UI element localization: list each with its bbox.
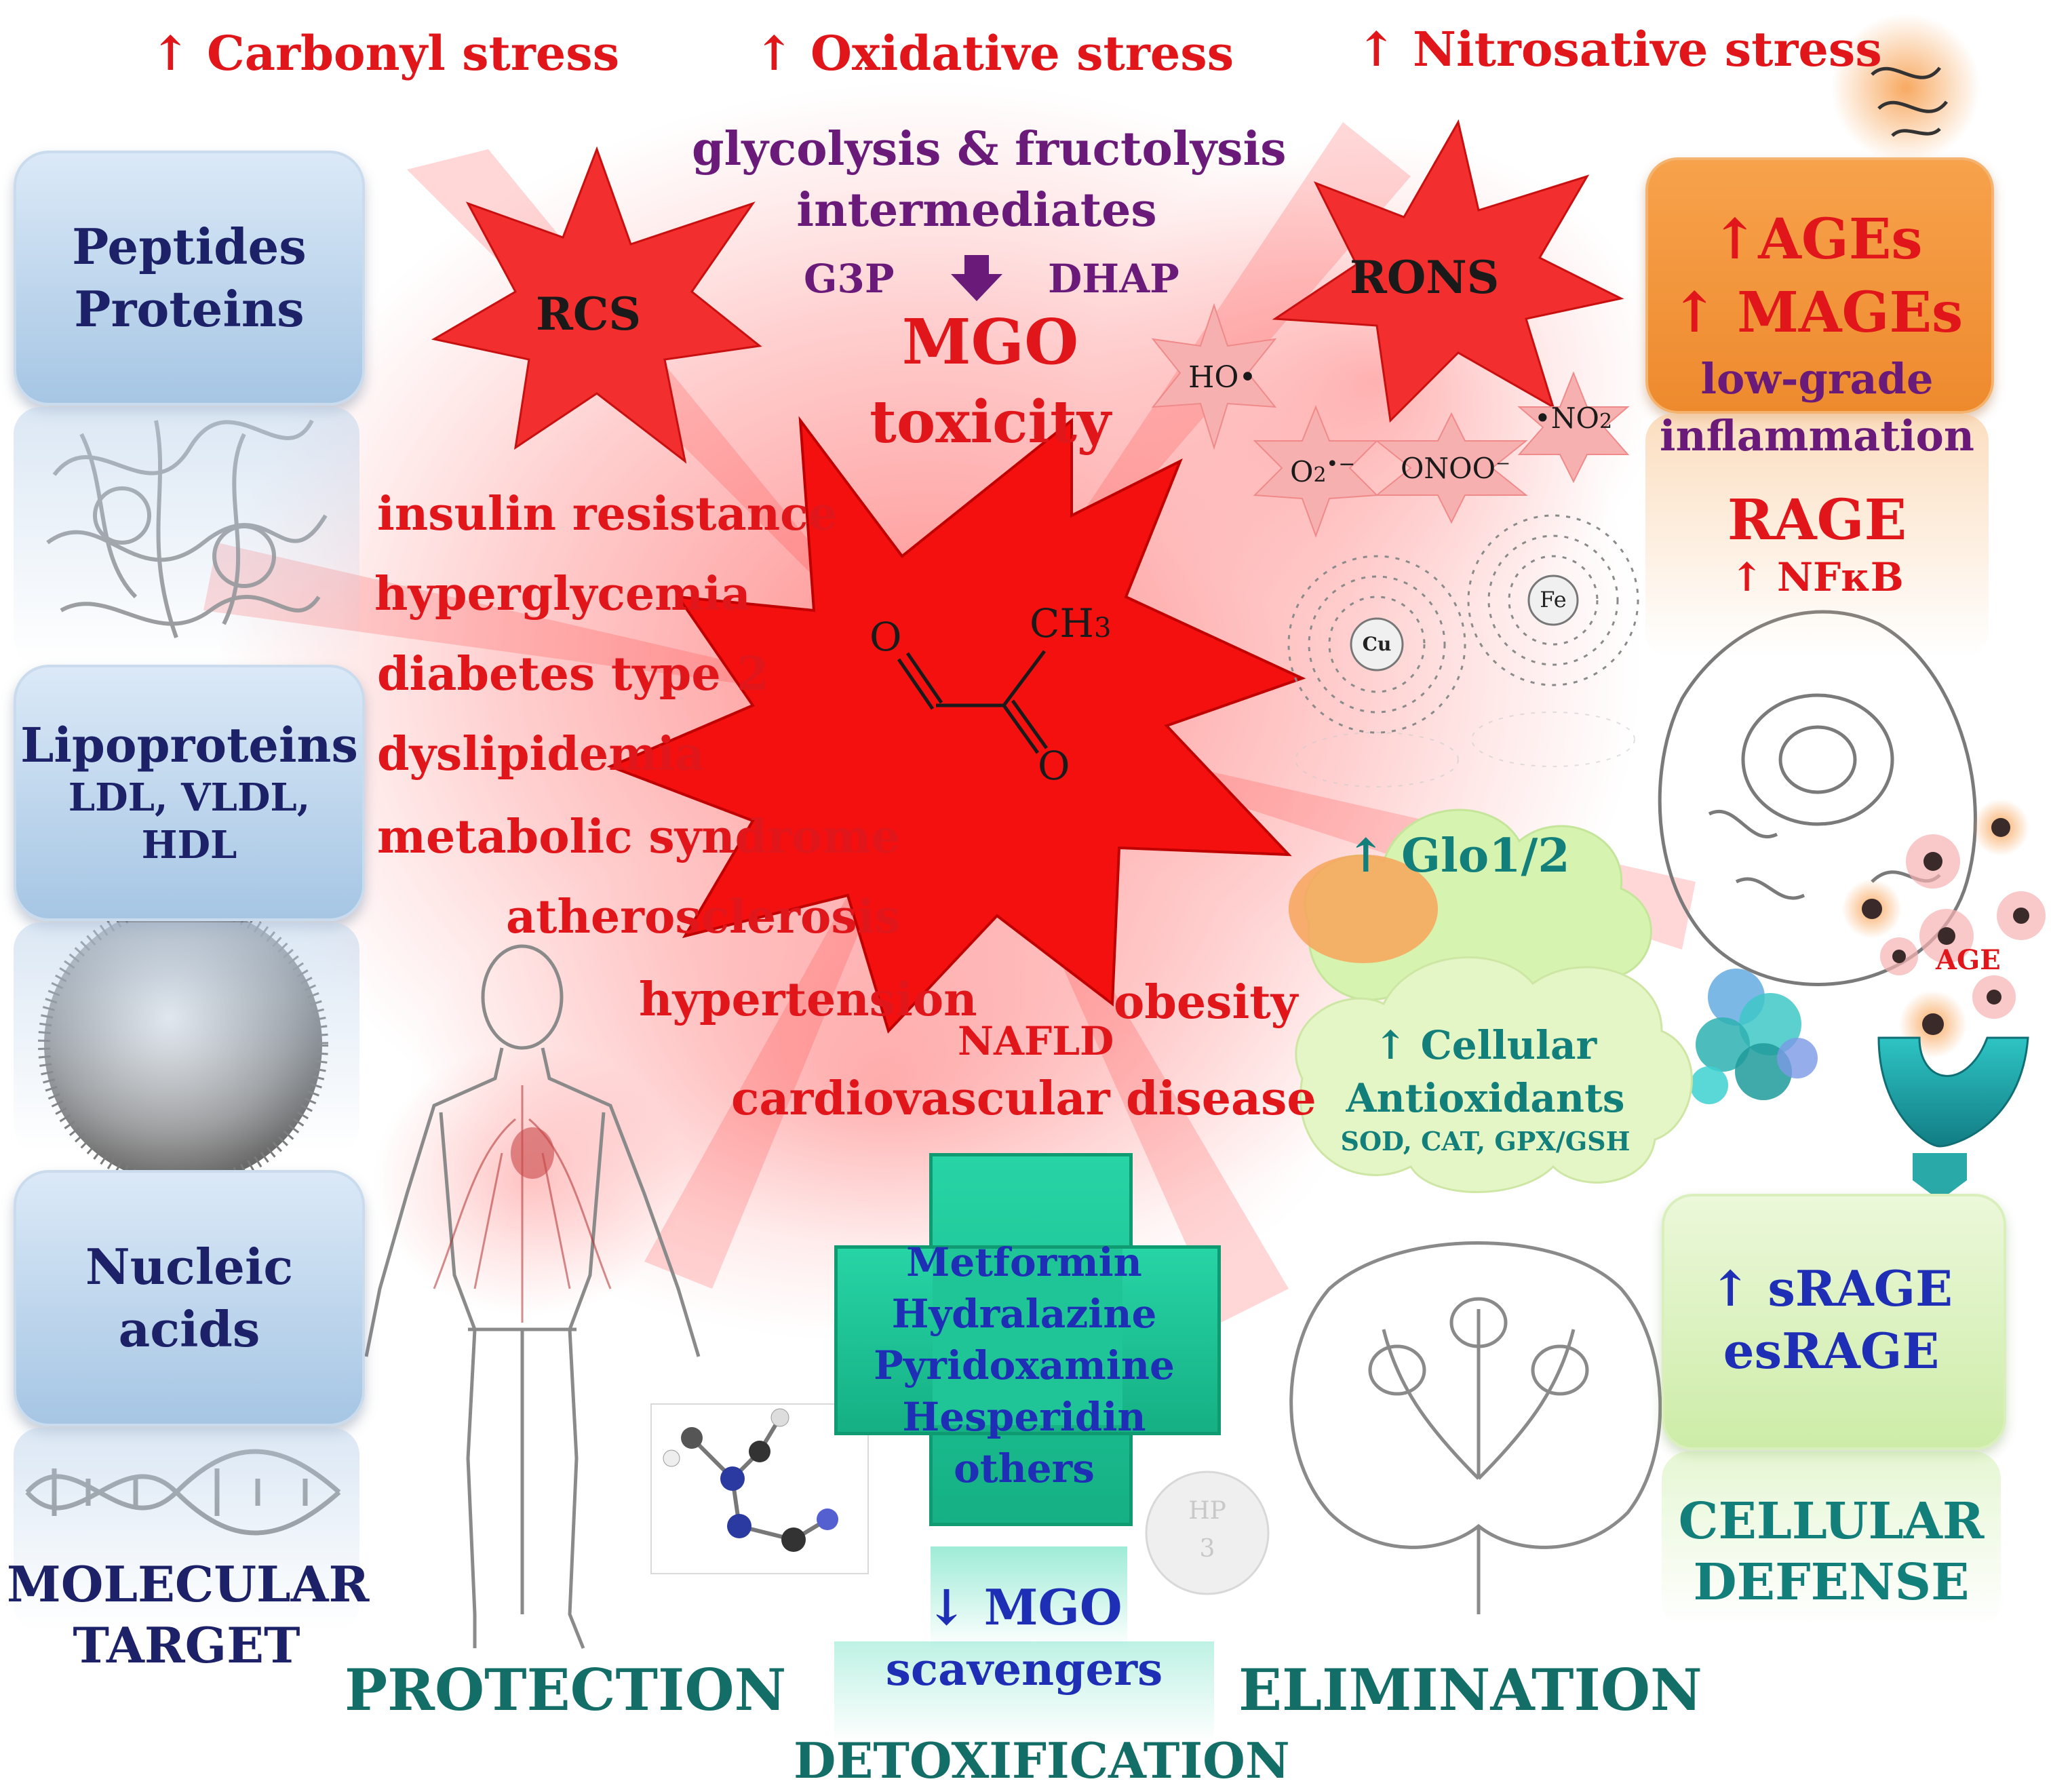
disease-cardiovascular: cardiovascular disease (731, 1072, 1316, 1126)
copper-atom (1287, 555, 1466, 734)
rons-label: RONS (1350, 251, 1500, 304)
nucleic-label: Nucleic (85, 1238, 294, 1296)
disease-dyslipidemia: dyslipidemia (377, 727, 705, 781)
rage-protein (1690, 969, 1818, 1104)
nucleic-box-reflection (14, 1428, 359, 1631)
drug-pyridoxamine: Pyridoxamine (874, 1342, 1175, 1388)
intermediates-line-1: glycolysis & fructolysis (692, 122, 1287, 176)
disease-diabetes-type-2: diabetes type 2 (377, 647, 769, 701)
superoxide-radical: O2•− (1290, 452, 1356, 488)
lipoproteins-box: Lipoproteins LDL, VLDL, HDL (14, 665, 365, 921)
scavengers-label: scavengers (885, 1643, 1163, 1696)
glo-label: ↑ Glo1/2 (1346, 829, 1570, 883)
iron-label: Fe (1540, 587, 1567, 612)
proteins-label: Proteins (74, 280, 305, 338)
lipoproteins-label: Lipoproteins (20, 717, 358, 773)
acids-label: acids (118, 1300, 260, 1358)
cellular-antioxidants-line-2: Antioxidants (1346, 1075, 1625, 1121)
disease-hypertension: hypertension (639, 973, 977, 1027)
esrage-label: esRAGE (1723, 1322, 1940, 1380)
mgo-molecule (897, 650, 1049, 754)
peptides-label: Peptides (72, 218, 307, 275)
drug-hesperidin: Hesperidin (902, 1394, 1146, 1440)
cellular-antioxidants-line-1: ↑ Cellular (1373, 1022, 1597, 1068)
detoxification-label: DETOXIFICATION (794, 1732, 1290, 1789)
nitrosative-stress: ↑ Nitrosative stress (1356, 21, 1882, 77)
radical-stars (1151, 303, 1630, 538)
drug-others: others (954, 1445, 1095, 1492)
low-grade-label: low-grade (1700, 354, 1934, 404)
antioxidant-enzymes: SOD, CAT, GPX/GSH (1340, 1126, 1630, 1156)
mgo-decrease-label: ↓ MGO (926, 1578, 1122, 1636)
heart (511, 1127, 554, 1179)
oxidative-stress: ↑ Oxidative stress (754, 25, 1234, 81)
inflammation-label: inflammation (1660, 411, 1974, 461)
mgo-star (606, 416, 1306, 1034)
iron-atom (1467, 514, 1639, 686)
peroxynitrite: ONOO⁻ (1401, 452, 1511, 485)
mages-label: ↑ MAGEs (1671, 280, 1964, 345)
srage-box-reflection (1662, 1452, 2001, 1628)
ages-label: ↑AGEs (1711, 207, 1923, 272)
peptides-box-reflection (14, 407, 359, 665)
hdl-label: HDL (141, 823, 237, 868)
ages-box-reflection (1645, 414, 1989, 658)
toxicity-label: toxicity (870, 388, 1111, 456)
elimination-label: ELIMINATION (1238, 1656, 1702, 1723)
drug-cross-center (933, 1249, 1122, 1425)
drug-hydralazine: Hydralazine (891, 1291, 1157, 1337)
defense-label: DEFENSE (1693, 1553, 1970, 1612)
disease-insulin-resistance: insulin resistance (377, 487, 838, 541)
copper-label: Cu (1362, 633, 1392, 655)
molecular-label: MOLECULAR (7, 1555, 370, 1613)
age-particles (1831, 14, 2046, 1058)
molecule-methyl: CH3 (1030, 600, 1112, 646)
pill-imprint-1: HP (1188, 1497, 1226, 1525)
disease-hyperglycemia: hyperglycemia (374, 567, 751, 621)
rcs-star (431, 146, 762, 464)
pill (1145, 1470, 1270, 1595)
lipoprotein-types-label: LDL, VLDL, (68, 775, 311, 820)
cellular-label: CELLULAR (1678, 1492, 1985, 1551)
srage-box (1662, 1194, 2006, 1450)
g3p-label: G3P (804, 256, 895, 302)
disease-nafld: NAFLD (958, 1018, 1114, 1064)
lipoproteins-box-reflection (14, 922, 359, 1153)
molecule-model (650, 1403, 869, 1574)
hydroxyl-radical: HO• (1188, 360, 1257, 395)
disease-obesity: obesity (1114, 975, 1298, 1030)
dhap-label: DHAP (1048, 256, 1179, 302)
mgo-label: MGO (901, 305, 1079, 378)
rage-label: RAGE (1727, 488, 1907, 553)
nfkb-label: ↑ NFκB (1730, 554, 1904, 600)
target-label: TARGET (73, 1616, 300, 1674)
disease-atherosclerosis: atherosclerosis (506, 890, 901, 944)
protection-label: PROTECTION (345, 1656, 787, 1723)
intermediates-line-2: intermediates (796, 183, 1157, 237)
rcs-label: RCS (536, 288, 642, 340)
glo-cloud (1289, 809, 1652, 1021)
scavenger-box-reflection (834, 1641, 1214, 1743)
nitrogen-dioxide-radical: •NO2 (1534, 402, 1613, 435)
down-arrow-icon (951, 255, 1002, 301)
carbonyl-stress: ↑ Carbonyl stress (151, 25, 620, 81)
ages-box (1645, 157, 1994, 414)
vascular-system (433, 1085, 612, 1323)
rons-star (1272, 119, 1624, 423)
atom-reflection (1295, 712, 1635, 787)
nucleic-acids-box: Nucleic acids (14, 1170, 365, 1426)
disease-metabolic-syndrome: metabolic syndrome (377, 810, 901, 864)
srage-label: ↑ sRAGE (1710, 1260, 1953, 1317)
kidney (1289, 1241, 1662, 1614)
age-particle-label: AGE (1936, 944, 2001, 976)
molecule-oxygen-2: O (1038, 743, 1070, 789)
drug-metformin: Metformin (906, 1239, 1142, 1285)
scavenger-box (931, 1546, 1127, 1648)
human-body (364, 944, 701, 1649)
antioxidant-cloud (1295, 956, 1693, 1193)
molecule-oxygen-1: O (870, 614, 902, 660)
peptides-proteins-box: Peptides Proteins (14, 151, 365, 406)
pill-imprint-2: 3 (1199, 1535, 1215, 1563)
